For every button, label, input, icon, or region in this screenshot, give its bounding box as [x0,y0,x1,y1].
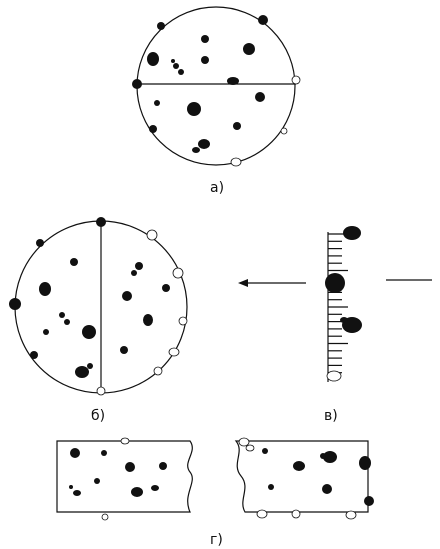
panel-g-left-strip [56,440,193,513]
panel-a-inclusion [154,100,160,106]
panel-a-inclusion [233,122,241,130]
panel-v-inclusion [325,273,345,293]
panel-g-inclusion [268,484,274,490]
panel-b-edge-dot [30,351,38,359]
panel-b-inclusion [162,284,170,292]
panel-a: а) [132,6,301,196]
panel-v-ruler-ticks [328,233,348,374]
panel-b-inclusion [43,329,49,335]
panel-v-inclusion [343,226,361,240]
panel-a-inclusion [173,63,179,69]
panel-g-inclusion [159,462,167,470]
panel-b-inclusion [75,366,89,378]
panel-a-edge-dot [149,125,157,133]
panel-g: г) [56,437,374,548]
panel-g-pore [238,437,250,447]
panel-a-inclusion [187,102,201,116]
panel-b-inclusion [64,319,70,325]
panel-a-edge-pore [291,75,301,85]
panel-g-inclusion [364,496,374,506]
panel-g-right-strip [234,440,369,513]
panel-b-label: б) [91,408,105,424]
panel-g-inclusion [73,490,81,496]
panel-g-inclusion [320,453,326,459]
panel-b-inclusion [39,282,51,296]
panel-g-pore [245,444,255,452]
panel-b-edge-dot [9,298,21,310]
panel-g-inclusion [323,451,337,463]
panel-g-pore [101,513,109,521]
panel-a-label: а) [210,180,224,196]
panel-g-inclusion [70,448,80,458]
panel-b-edge-dot [36,239,44,247]
panel-b-edge-pore [153,366,163,376]
panel-b-edge-pore [96,386,106,396]
panel-a-edge-pore [280,127,288,135]
panel-b-inclusion [122,291,132,301]
panel-a-inclusion [201,35,209,43]
panel-g-inclusion [131,487,143,497]
panel-b-inclusion [87,363,93,369]
panel-b-edge-pore [168,347,180,357]
panel-v-inclusion [340,317,348,323]
panel-g-inclusion [101,450,107,456]
panel-g-inclusion [322,484,332,494]
panel-b-inclusion [143,314,153,326]
panel-g-inclusion [69,485,73,489]
panel-b-edge-pore [178,316,188,326]
panel-g-inclusion [125,462,135,472]
panel-b-inclusion [82,325,96,339]
panel-g-inclusion [359,456,371,470]
panel-g-label: г) [210,532,223,548]
panel-a-edge-dot [157,22,165,30]
panel-b-inclusion [131,270,137,276]
panel-b-edge-pore [146,229,158,241]
panel-g-inclusion [151,485,159,491]
panel-g-inclusion [293,461,305,471]
panel-g-pore [120,437,130,445]
panel-b-edge-dot [96,217,106,227]
panel-a-inclusion [255,92,265,102]
panel-a-inclusion [178,69,184,75]
panel-a-inclusion [201,56,209,64]
panel-b-inclusion [70,258,78,266]
panel-a-inclusion [198,139,210,149]
panel-a-circle [136,6,296,166]
panel-g-pore [256,509,268,519]
panel-g-pore [345,510,357,520]
panel-v-arrowhead-icon [238,279,248,287]
panel-v-label: в) [324,408,338,424]
panel-g-pore [291,509,301,519]
panel-a-inclusion [171,59,175,63]
panel-v: в) [238,226,432,424]
panel-v-pore [326,370,342,382]
panel-b-inclusion [59,312,65,318]
panel-a-edge-dot [132,79,142,89]
panel-g-inclusion [94,478,100,484]
panel-a-inclusion [147,52,159,66]
panel-b-edge-pore [172,267,184,279]
panel-b-inclusion [120,346,128,354]
panel-g-inclusion [262,448,268,454]
panel-a-edge-dot [258,15,268,25]
panel-a-inclusion [227,77,239,85]
panel-b: б) [9,217,188,424]
panel-a-inclusion [192,147,200,153]
panel-b-inclusion [135,262,143,270]
panel-a-inclusion [243,43,255,55]
panel-a-edge-pore [230,157,242,167]
